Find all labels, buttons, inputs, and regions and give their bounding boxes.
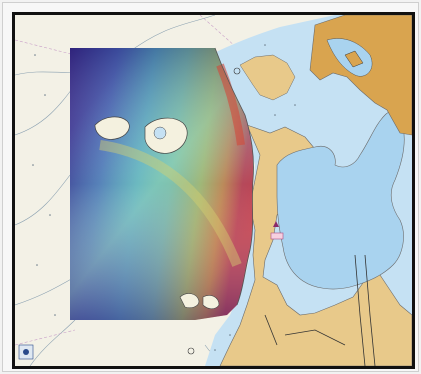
peninsula-land xyxy=(239,54,296,101)
bay-water xyxy=(276,111,405,290)
light-icon[interactable] xyxy=(273,221,279,227)
depth-soundings xyxy=(32,44,296,351)
nautical-chart-map[interactable] xyxy=(12,12,415,369)
wreck-icon[interactable] xyxy=(187,67,241,355)
bathymetry-survey[interactable] xyxy=(70,48,254,320)
chart-frame xyxy=(2,2,419,372)
road-network xyxy=(264,254,376,366)
buoy-icon[interactable] xyxy=(270,232,284,240)
chart-canvas[interactable] xyxy=(15,15,412,366)
harbor-pier xyxy=(344,50,364,68)
shoreline xyxy=(214,47,254,306)
island-group xyxy=(94,116,220,310)
chart-badge xyxy=(18,344,34,360)
